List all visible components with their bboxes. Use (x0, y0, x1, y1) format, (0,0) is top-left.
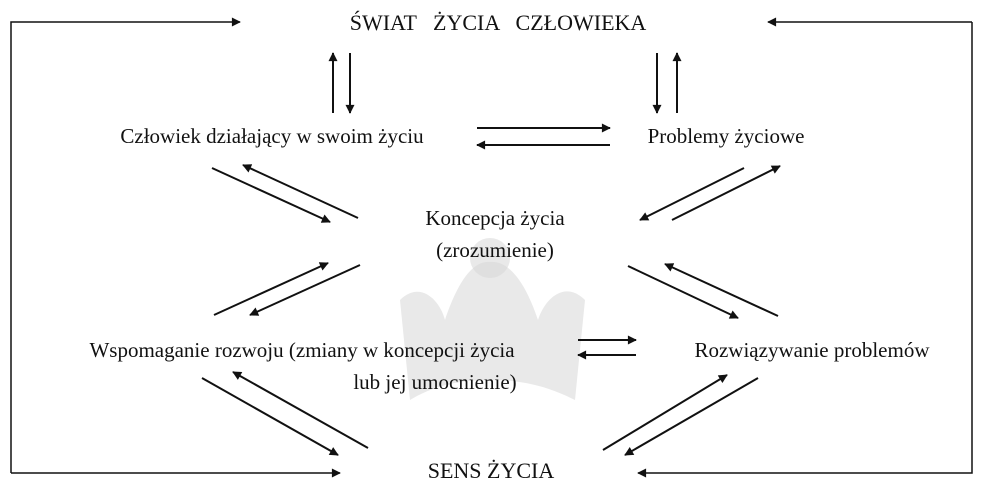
arrow-pair-czlowiek-koncepcja (211, 164, 359, 223)
arrow-pair-problemy-koncepcja (639, 165, 781, 221)
node-koncepcja-zrozumienie: (zrozumienie) (436, 238, 554, 262)
node-swiat-zycia-czlowieka: ŚWIAT ŻYCIA CZŁOWIEKA (350, 10, 647, 35)
arrow-pair-swiat-problemy (652, 52, 682, 114)
node-czlowiek-dzialajacy: Człowiek działający w swoim życiu (120, 124, 424, 148)
arrow-pair-koncepcja-rozwiazywanie (627, 263, 779, 319)
arrow-pair-wspomaganie-rozwiazywanie (577, 335, 637, 360)
node-sens-zycia: SENS ŻYCIA (428, 458, 555, 481)
node-wspomaganie-rozwoju: Wspomaganie rozwoju (zmiany w koncepcji … (89, 338, 515, 362)
outer-loop-right (637, 17, 973, 478)
arrow-pair-wspomaganie-sens (201, 371, 369, 456)
arrow-pair-rozwiazywanie-sens (602, 374, 759, 456)
node-koncepcja-zycia: Koncepcja życia (425, 206, 565, 230)
arrow-pair-czlowiek-problemy (476, 123, 611, 150)
arrow-pair-swiat-czlowiek (328, 52, 355, 114)
node-problemy-zyciowe: Problemy życiowe (648, 124, 805, 148)
outer-loop-left (10, 17, 341, 478)
node-wspomaganie-umocnienie: lub jej umocnienie) (353, 370, 516, 394)
crown-watermark (400, 238, 585, 400)
node-rozwiazywanie-problemow: Rozwiązywanie problemów (694, 338, 930, 362)
arrow-pair-koncepcja-wspomaganie (213, 262, 361, 316)
